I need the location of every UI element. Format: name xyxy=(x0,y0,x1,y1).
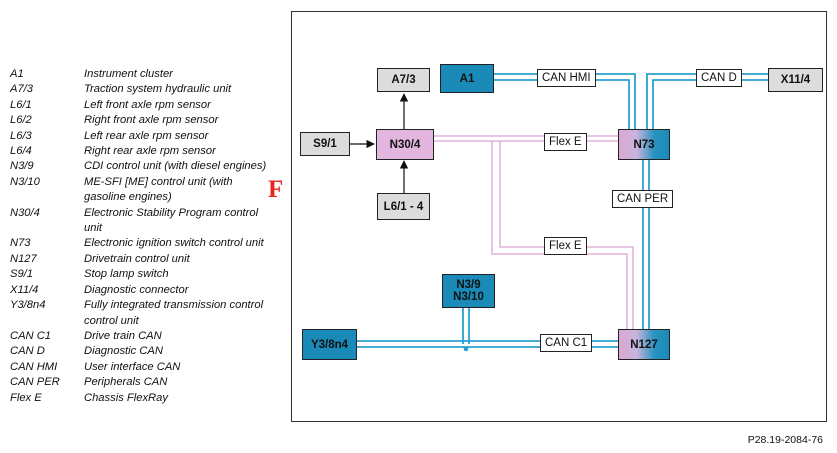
can-per-line xyxy=(642,160,650,332)
node-n30-4: N30/4 xyxy=(376,129,434,160)
legend-row: L6/2 Right front axle rpm sensor xyxy=(10,113,272,128)
legend-description: ME-SFI [ME] control unit (with gasoline … xyxy=(84,175,233,204)
node-x11-4: X11/4 xyxy=(768,68,823,92)
legend-abbreviation: N3/10 xyxy=(10,175,40,188)
legend-abbreviation: N73 xyxy=(10,237,31,250)
legend-description: Instrument cluster xyxy=(84,68,173,80)
bus-label-flex-e-top: Flex E xyxy=(544,133,587,151)
can-c1-junction xyxy=(463,346,469,352)
legend-description: Diagnostic CAN xyxy=(84,345,163,358)
legend-row: Y3/8n4 Fully integrated transmission cont… xyxy=(10,298,272,329)
legend-abbreviation: Y3/8n4 xyxy=(10,299,46,312)
legend-description: Left front axle rpm sensor xyxy=(84,98,211,111)
legend-description: Drivetrain control unit xyxy=(84,252,190,265)
legend-row: N73 Electronic ignition switch control un… xyxy=(10,236,272,251)
node-n3: N3/9 N3/10 xyxy=(442,274,495,308)
legend-description: Stop lamp switch xyxy=(84,268,169,281)
node-n73: N73 xyxy=(618,129,670,160)
bus-label-can-hmi: CAN HMI xyxy=(537,69,596,87)
legend-abbreviation: S9/1 xyxy=(10,268,34,281)
node-n127: N127 xyxy=(618,329,670,360)
legend-description: Left rear axle rpm sensor xyxy=(84,129,209,142)
legend-description: Electronic Stability Program control uni… xyxy=(84,206,259,235)
flex-e-top-line xyxy=(434,135,618,142)
legend-row: N3/10 ME-SFI [ME] control unit (with gaso… xyxy=(10,175,272,206)
legend-abbreviation: Flex E xyxy=(10,391,42,404)
legend-description: Drive train CAN xyxy=(84,329,162,342)
legend-abbreviation: L6/3 xyxy=(10,129,32,142)
legend-abbreviation: CAN PER xyxy=(10,376,60,389)
figure-marker: F xyxy=(268,176,284,203)
legend-row: S9/1 Stop lamp switch xyxy=(10,267,272,282)
legend-abbreviation: L6/2 xyxy=(10,114,32,127)
legend-description: Chassis FlexRay xyxy=(84,391,168,404)
legend-description: Diagnostic connector xyxy=(84,283,189,296)
legend-abbreviation: A7/3 xyxy=(10,83,34,96)
legend-description: Right front axle rpm sensor xyxy=(84,114,219,127)
legend-description: Right rear axle rpm sensor xyxy=(84,145,216,158)
legend-description: Electronic ignition switch control unit xyxy=(84,237,264,250)
legend-row: CAN PER Peripherals CAN xyxy=(10,375,272,390)
legend-description: CDI control unit (with diesel engines) xyxy=(84,160,267,173)
legend-abbreviation: A1 xyxy=(10,68,24,80)
legend-row: Flex E Chassis FlexRay xyxy=(10,391,272,406)
legend-abbreviation: N127 xyxy=(10,252,37,265)
legend-row: CAN HMI User interface CAN xyxy=(10,360,272,375)
legend-abbreviation: L6/4 xyxy=(10,145,32,158)
signal-arrows xyxy=(350,93,409,193)
legend-row: X11/4 Diagnostic connector xyxy=(10,283,272,298)
bus-label-flex-e-mid: Flex E xyxy=(544,237,587,255)
legend-row: N30/4 Electronic Stability Program contro… xyxy=(10,206,272,237)
legend-abbreviation: L6/1 xyxy=(10,98,32,111)
legend-row: L6/3 Left rear axle rpm sensor xyxy=(10,129,272,144)
legend-row: L6/1 Left front axle rpm sensor xyxy=(10,98,272,113)
bus-label-can-d: CAN D xyxy=(696,69,742,87)
legend-description: Traction system hydraulic unit xyxy=(84,83,232,96)
legend-abbreviation: CAN HMI xyxy=(10,360,58,373)
node-l6: L6/1 - 4 xyxy=(377,193,430,220)
bus-label-can-per: CAN PER xyxy=(612,190,674,208)
legend-abbreviation: CAN D xyxy=(10,345,45,358)
legend-abbreviation: N30/4 xyxy=(10,206,40,219)
legend-row: A7/3 Traction system hydraulic unit xyxy=(10,82,272,97)
legend-row: CAN C1 Drive train CAN xyxy=(10,329,272,344)
legend-description: Peripherals CAN xyxy=(84,376,168,389)
node-y3-8n4: Y3/8n4 xyxy=(302,329,357,360)
reference-code: P28.19-2084-76 xyxy=(747,434,823,446)
node-a7-3: A7/3 xyxy=(377,68,430,92)
legend-abbreviation: N3/9 xyxy=(10,160,34,173)
legend-abbreviation: CAN C1 xyxy=(10,329,52,342)
legend-row: CAN D Diagnostic CAN xyxy=(10,344,272,359)
network-diagram: A7/3 A1 X11/4 S9/1 N30/4 N73 L6/1 - 4 N3… xyxy=(291,11,827,422)
legend-abbreviation: X11/4 xyxy=(10,283,39,296)
legend-row: N3/9 CDI control unit (with diesel engine… xyxy=(10,159,272,174)
n3-stub-line xyxy=(462,308,470,344)
legend-row: L6/4 Right rear axle rpm sensor xyxy=(10,144,272,159)
legend-description: User interface CAN xyxy=(84,360,181,373)
node-a1: A1 xyxy=(440,64,494,93)
legend-row: N127 Drivetrain control unit xyxy=(10,252,272,267)
bus-label-can-c1: CAN C1 xyxy=(540,334,593,352)
node-s9-1: S9/1 xyxy=(300,132,350,156)
legend-description: Fully integrated transmission control co… xyxy=(84,299,264,327)
legend-row: A1 Instrument cluster xyxy=(10,67,272,82)
